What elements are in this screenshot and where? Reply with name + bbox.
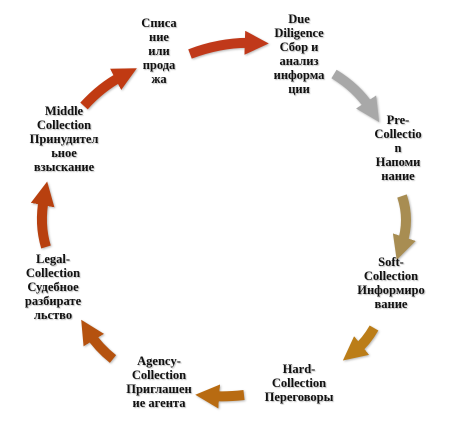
stage-pre-collection-line-3: n <box>394 141 402 155</box>
stage-legal-collection-line-4: разбирате <box>24 294 82 308</box>
arrow-pre-to-soft <box>392 194 416 260</box>
stage-due-diligence-line-3: Сбор и <box>279 40 319 54</box>
stage-due-diligence-label: Due Diligence Сбор и анализ информа ции <box>253 12 345 96</box>
stage-due-diligence-line-2: Diligence <box>274 26 324 40</box>
stage-agency-collection-line-4: ие агента <box>132 396 186 410</box>
stage-pre-collection-line-2: Collectio <box>374 127 422 141</box>
stage-soft-collection-line-1: Soft- <box>378 255 404 269</box>
stage-agency-collection-line-2: Collection <box>131 368 187 382</box>
stage-writeoff-line-3: или <box>148 44 170 58</box>
stage-legal-collection-line-5: льство <box>33 308 73 322</box>
stage-middle-collection-label: Middle Collection Принудител ьное взыска… <box>14 104 114 174</box>
stage-legal-collection-line-1: Legal- <box>35 252 71 266</box>
stage-hard-collection-line-1: Hard- <box>282 362 316 376</box>
stage-due-diligence-line-1: Due <box>288 12 310 26</box>
stage-legal-collection-label: Legal- Collection Судебное разбирате льс… <box>8 252 98 322</box>
stage-soft-collection-label: Soft- Collection Информиро вание <box>342 255 440 311</box>
stage-writeoff-label: Списа ние или прода жа <box>128 16 190 86</box>
stage-pre-collection-line-4: Напоми <box>375 155 421 169</box>
stage-writeoff-line-1: Списа <box>141 16 177 30</box>
stage-agency-collection-line-3: Приглашен <box>126 382 192 396</box>
stage-middle-collection-line-2: Collection <box>36 118 92 132</box>
stage-middle-collection-line-5: взыскание <box>33 160 95 174</box>
stage-middle-collection-line-1: Middle <box>44 104 84 118</box>
stage-legal-collection-line-2: Collection <box>25 266 81 280</box>
stage-due-diligence-line-6: ции <box>288 82 310 96</box>
stage-pre-collection-label: Pre- Collectio n Напоми нание <box>358 113 438 183</box>
stage-soft-collection-line-2: Collection <box>363 269 419 283</box>
arrow-legal-to-middle <box>30 181 55 249</box>
stage-pre-collection-line-5: нание <box>381 169 415 183</box>
stage-pre-collection-line-1: Pre- <box>386 113 410 127</box>
stage-due-diligence-line-5: информа <box>273 68 325 82</box>
stage-hard-collection-line-2: Collection <box>271 376 327 390</box>
stage-middle-collection-line-4: ьное <box>51 146 77 160</box>
stage-agency-collection-label: Agency- Collection Приглашен ие агента <box>110 354 208 410</box>
stage-writeoff-line-2: ние <box>149 30 169 44</box>
stage-middle-collection-line-3: Принудител <box>29 132 99 146</box>
stage-hard-collection-line-3: Переговоры <box>264 390 334 404</box>
stage-soft-collection-line-4: вание <box>374 297 408 311</box>
stage-legal-collection-line-3: Судебное <box>27 280 79 294</box>
stage-agency-collection-line-1: Agency- <box>137 354 181 368</box>
arrow-hard-to-agency <box>195 384 245 409</box>
stage-writeoff-line-5: жа <box>151 72 167 86</box>
stage-soft-collection-line-3: Информиро <box>357 283 425 297</box>
arrow-agency-to-legal <box>81 319 117 363</box>
stage-hard-collection-label: Hard- Collection Переговоры <box>249 362 349 404</box>
stage-due-diligence-line-4: анализ <box>279 54 319 68</box>
stage-writeoff-line-4: прода <box>142 58 176 72</box>
arrow-writeoff-to-due-diligence <box>188 30 269 59</box>
arrow-middle-to-writeoff <box>80 68 137 110</box>
arrow-due-diligence-to-pre <box>331 69 380 123</box>
arrow-soft-to-hard <box>342 325 379 361</box>
